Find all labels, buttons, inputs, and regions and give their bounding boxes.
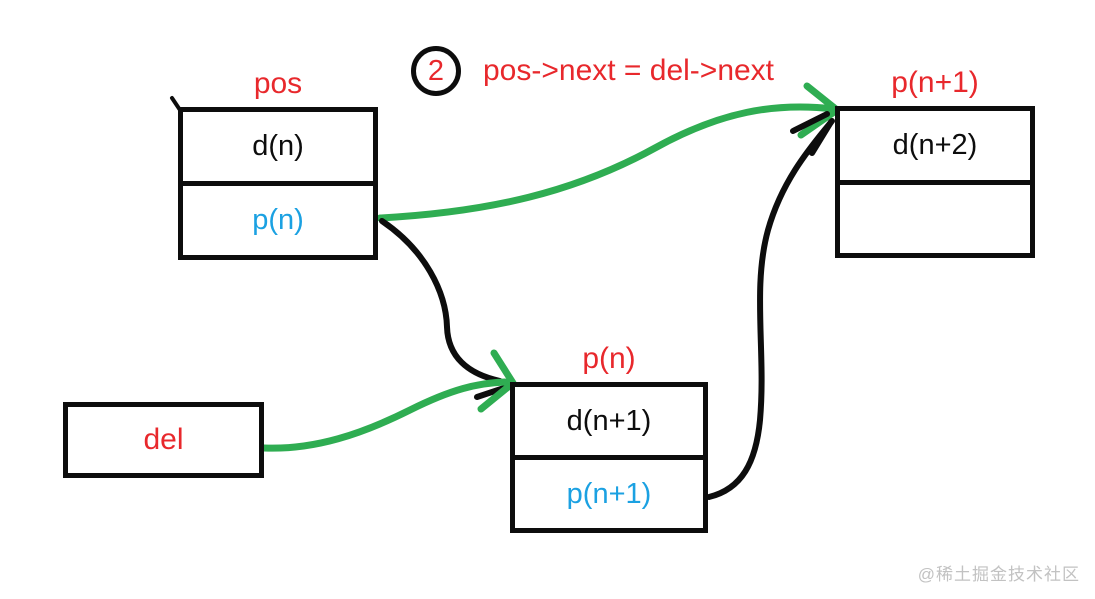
node-del: del <box>63 402 264 478</box>
equation-text: pos->next = del->next <box>483 54 775 87</box>
edge-pos-to-pn <box>379 218 503 384</box>
step-number-circle: 2 <box>411 46 461 96</box>
node-pos-box: d(n) p(n) <box>178 107 378 260</box>
watermark: @稀土掘金技术社区 <box>917 565 1080 584</box>
node-del-label: del <box>143 423 184 456</box>
node-pos-pointer-cell: p(n) <box>252 204 304 236</box>
edge-del-to-pn <box>260 378 509 452</box>
edge-del-to-pn-arrowhead <box>477 349 517 413</box>
node-pos-data-cell: d(n) <box>183 112 373 186</box>
edge-pn-to-pn1 <box>706 118 835 500</box>
node-pn-pointer-cell: p(n+1) <box>566 477 652 510</box>
edge-pn-to-pn1-arrowhead <box>790 111 834 156</box>
node-pn-label: p(n) <box>582 342 636 375</box>
step-number: 2 <box>427 54 445 87</box>
node-pn: p(n) d(n+1) p(n+1) <box>510 342 708 533</box>
step-annotation: 2 pos->next = del->next <box>411 46 774 96</box>
edge-pos-to-pn-arrowhead <box>474 385 507 400</box>
node-pn1-box: d(n+2) <box>835 106 1035 258</box>
node-pn1-label: p(n+1) <box>891 66 979 99</box>
edge-pos-to-pn1-arrowhead <box>797 82 841 139</box>
node-del-box: del <box>63 402 264 478</box>
node-pos: pos d(n) p(n) <box>178 67 378 260</box>
node-pn-box: d(n+1) p(n+1) <box>510 382 708 533</box>
node-pos-label: pos <box>253 67 303 100</box>
node-pn1: p(n+1) d(n+2) <box>835 66 1035 258</box>
edge-pos-to-pn1 <box>376 103 838 222</box>
node-pn1-pointer-cell <box>840 185 1030 254</box>
node-pn-data-cell: d(n+1) <box>515 387 703 460</box>
node-pn1-data-cell: d(n+2) <box>840 111 1030 185</box>
